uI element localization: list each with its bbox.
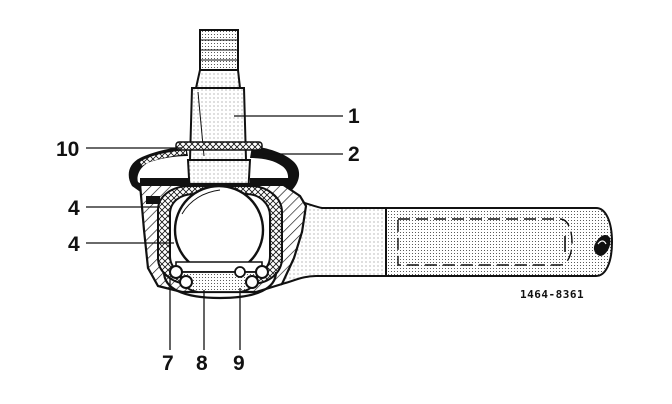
- ball-stud-shank: [186, 29, 252, 197]
- callout-2: 2: [348, 143, 360, 166]
- callout-4-upper: 4: [68, 197, 80, 220]
- callout-8: 8: [196, 352, 208, 375]
- ball-stud-ball: [173, 184, 265, 276]
- callout-1: 1: [348, 105, 360, 128]
- callout-4-lower: 4: [68, 233, 80, 256]
- base-plate-assembly: [162, 261, 278, 300]
- reference-code: 1464-8361: [520, 288, 584, 301]
- tie-rod-arm: [281, 196, 614, 286]
- leader-lines: [86, 115, 343, 350]
- callout-10: 10: [56, 138, 79, 161]
- callout-labels: 1 2 10 4 4 7 8 9 1464-8361: [56, 105, 584, 375]
- callout-9: 9: [233, 352, 245, 375]
- callout-7: 7: [162, 352, 174, 375]
